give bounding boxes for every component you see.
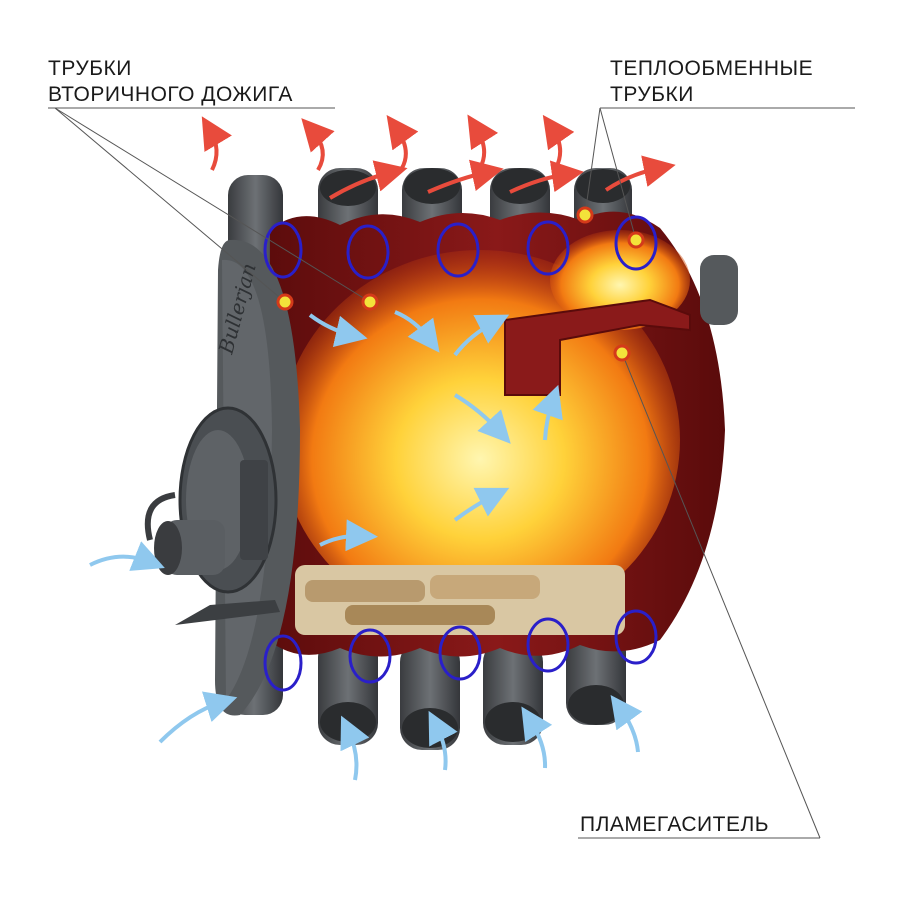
- label-line: ТРУБКИ: [610, 83, 694, 106]
- cold-air-arrow-icon: [610, 695, 643, 753]
- marker-dot-icon: [361, 293, 379, 311]
- cold-air-flows: [89, 310, 643, 781]
- hot-air-arrow-icon: [467, 114, 499, 169]
- hot-air-arrow-icon: [328, 160, 408, 200]
- label-line: ТРУБКИ: [48, 57, 132, 80]
- marker-dot-icon: [627, 231, 645, 249]
- cold-air-arrow-icon: [453, 314, 510, 357]
- hot-air-arrow-icon: [201, 116, 232, 171]
- cold-air-arrow-icon: [521, 706, 553, 769]
- hot-air-arrow-icon: [542, 114, 575, 169]
- cold-air-arrow-icon: [340, 715, 370, 781]
- cold-air-arrow-icon: [89, 541, 165, 571]
- firewood: [295, 565, 625, 635]
- cold-air-arrow-icon: [453, 487, 510, 522]
- hot-air-flows: [201, 114, 676, 200]
- tube-rings: [263, 215, 658, 692]
- hot-air-arrow-icon: [386, 115, 419, 169]
- cold-air-arrow-icon: [308, 313, 368, 348]
- cold-air-arrow-icon: [158, 691, 238, 744]
- marker-dot-icon: [576, 206, 594, 224]
- cold-air-arrow-icon: [319, 519, 378, 552]
- cold-air-arrow-icon: [394, 310, 440, 353]
- flame-arrester-label: ПЛАМЕГАСИТЕЛЬ: [580, 812, 769, 838]
- flue-outlet: [700, 255, 738, 325]
- markers: [276, 206, 645, 362]
- heat-exchange-tubes-label: ТЕПЛООБМЕННЫЕ ТРУБКИ: [610, 56, 813, 108]
- hot-air-arrow-icon: [604, 155, 676, 192]
- marker-dot-icon: [613, 344, 631, 362]
- cold-air-arrow-icon: [453, 393, 511, 444]
- label-line: ВТОРИЧНОГО ДОЖИГА: [48, 83, 293, 106]
- cold-air-arrow-icon: [428, 710, 458, 771]
- hot-air-arrow-icon: [427, 159, 504, 194]
- label-line: ТЕПЛООБМЕННЫЕ: [610, 57, 814, 80]
- hot-air-arrow-icon: [301, 118, 335, 172]
- flame-arrester-plate: [504, 298, 691, 396]
- secondary-burn-tubes-label: ТРУБКИ ВТОРИЧНОГО ДОЖИГА: [48, 56, 293, 108]
- cold-air-arrow-icon: [532, 384, 563, 441]
- marker-dot-icon: [276, 293, 294, 311]
- hot-air-arrow-icon: [509, 160, 584, 194]
- leader-lines: [48, 107, 855, 839]
- label-line: ПЛАМЕГАСИТЕЛЬ: [580, 813, 770, 836]
